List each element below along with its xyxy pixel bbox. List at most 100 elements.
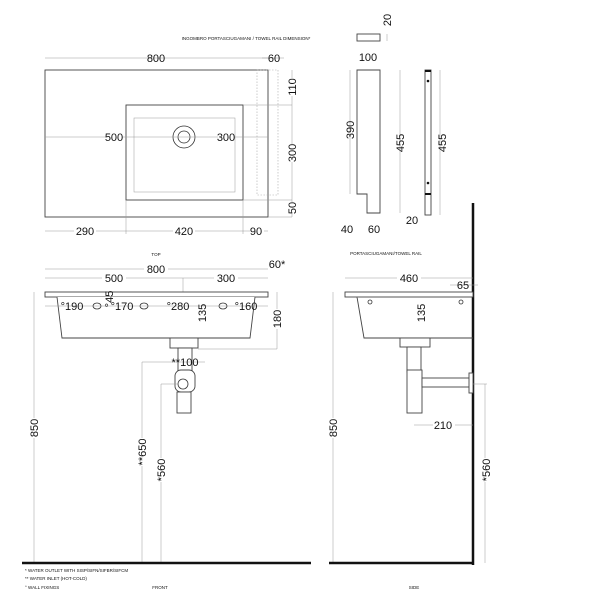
dim-fixing-160: °160 <box>235 301 258 313</box>
drawing-shape <box>108 130 122 143</box>
basin-outline <box>125 104 244 201</box>
drawing-shape <box>406 369 423 414</box>
note-water-outlet: * WATER OUTLET WITH SISP/SIFN/SIFBR/SIFC… <box>25 568 128 573</box>
washbasin-side-slab <box>344 291 474 298</box>
dim-inlet-height: **650 <box>137 439 149 466</box>
dim-rail-offset: 40 <box>341 224 353 236</box>
dim-rail-width: 100 <box>359 52 377 64</box>
drawing-shape <box>399 337 431 348</box>
side-view-label: SIDE <box>409 585 420 590</box>
wall-fixing-icons <box>92 302 228 310</box>
label-group: 850 <box>328 418 340 438</box>
label-group: 135 <box>197 304 209 322</box>
drawing-shape <box>137 438 148 466</box>
label-group: 110 <box>287 78 299 96</box>
side-view: 460 65 135 210 850 *560 SIDE <box>328 203 493 590</box>
drawing-shape <box>173 224 195 236</box>
dim-top-drain-to-right: 300 <box>217 132 235 144</box>
drawing-shape <box>139 302 149 310</box>
label-group: 20 <box>382 14 394 26</box>
dim-left-margin: 290 <box>76 226 94 238</box>
front-view: 800 60* 500 300 °190 °45 °170 °280 °160 … <box>22 259 311 590</box>
drawing-shape <box>426 79 430 83</box>
label-group: *560 <box>156 458 168 482</box>
drawing-shape <box>169 337 199 349</box>
drawing-shape <box>397 271 421 283</box>
dim-rail-front-thickness: 20 <box>406 215 418 227</box>
drawing-shape <box>425 70 431 72</box>
drawing-shape <box>421 377 471 388</box>
dim-inlet-spacing: **100 <box>172 357 199 369</box>
dim-front-drain-to-right: 300 <box>217 273 235 285</box>
label-group: 135 <box>416 304 428 322</box>
siphon-trap-front <box>169 337 199 414</box>
drawing-shape <box>92 302 102 310</box>
label-group: 50 <box>287 202 299 214</box>
dim-front-width: 800 <box>147 264 165 276</box>
drawing-shape <box>433 418 455 430</box>
label-group: 455 <box>395 134 407 152</box>
dim-fixing-280: °280 <box>167 301 190 313</box>
label-group: **650 <box>137 438 149 466</box>
label-group: 390 <box>345 121 357 139</box>
drawing-shape <box>214 271 238 283</box>
dim-side-height-850: 850 <box>328 419 340 437</box>
basin-inner-outline <box>133 117 236 193</box>
label-group: *560 <box>481 458 493 482</box>
dim-rail-depth: 60 <box>368 224 380 236</box>
dim-front-outlet-height: *560 <box>156 459 168 482</box>
drawing-shape <box>218 130 234 143</box>
drawing-shape <box>458 299 464 305</box>
towel-rail-section <box>356 33 381 42</box>
drawing-shape <box>102 271 126 283</box>
towel-rail-footprint <box>256 69 279 196</box>
drawing-shape <box>425 193 431 195</box>
drawing-shape <box>287 78 298 96</box>
dim-trap-projection: 210 <box>434 420 452 432</box>
dim-rail-total-height: 455 <box>395 134 407 152</box>
drawing-shape <box>218 302 228 310</box>
dim-front-total-depth: 180 <box>272 310 284 328</box>
drawing-shape <box>287 202 298 214</box>
siphon-trap-side <box>399 337 474 414</box>
drawing-shape <box>144 262 168 274</box>
front-view-label: FRONT <box>152 585 168 590</box>
drawing-shape <box>426 181 430 185</box>
drawing-shape <box>328 418 339 438</box>
label-group: 455 <box>437 134 449 152</box>
top-view: INGOMBRO PORTASCIUGAMANI / TOWEL RAIL DI… <box>44 36 311 257</box>
dim-fixing-45: °45 <box>104 291 116 308</box>
drawing-shape <box>481 458 492 482</box>
top-view-label: TOP <box>151 252 160 257</box>
drawing-shape <box>406 346 422 373</box>
dim-side-depth: 460 <box>400 273 418 285</box>
dim-rail-inner-height: 390 <box>345 121 357 139</box>
drawing-shape <box>250 224 264 236</box>
dim-front-left-to-drain: 500 <box>105 273 123 285</box>
label-group: 300 <box>287 144 299 162</box>
dim-top-left-to-drain: 500 <box>105 132 123 144</box>
dim-bottom-margin: 50 <box>287 202 299 214</box>
washbasin-front-bowl <box>56 296 256 339</box>
towel-rail-label: PORTASCIUGAMANI/TOWEL RAIL <box>350 251 422 256</box>
towel-rail-views: 20 100 390 455 40 60 455 20 PORTASCIUGAM… <box>341 14 449 256</box>
drawing-shape <box>74 224 96 236</box>
dim-top-margin: 110 <box>287 78 299 96</box>
dim-front-height-850: 850 <box>29 419 41 437</box>
dim-front-bowl-depth: 135 <box>197 304 209 322</box>
dim-fixing-190: °190 <box>61 301 84 313</box>
dim-side-rail-gap: 65 <box>457 280 469 292</box>
dim-front-rail-offset: 60* <box>269 259 286 271</box>
washbasin-front-slab <box>44 291 269 298</box>
note-wall-fixings: ° WALL FIXINGS <box>25 585 59 590</box>
drawing-shape <box>287 144 298 162</box>
towel-rail-dimension-note: INGOMBRO PORTASCIUGAMANI / TOWEL RAIL DI… <box>182 36 311 41</box>
drawing-shape <box>367 299 373 305</box>
drawing-shape <box>156 458 167 482</box>
dim-rail-thickness: 20 <box>382 14 394 26</box>
dim-fixing-170: °170 <box>111 301 134 313</box>
label-group: 180 <box>272 309 284 329</box>
note-water-inlet: ** WATER INLET (HOT-COLD) <box>25 576 87 581</box>
